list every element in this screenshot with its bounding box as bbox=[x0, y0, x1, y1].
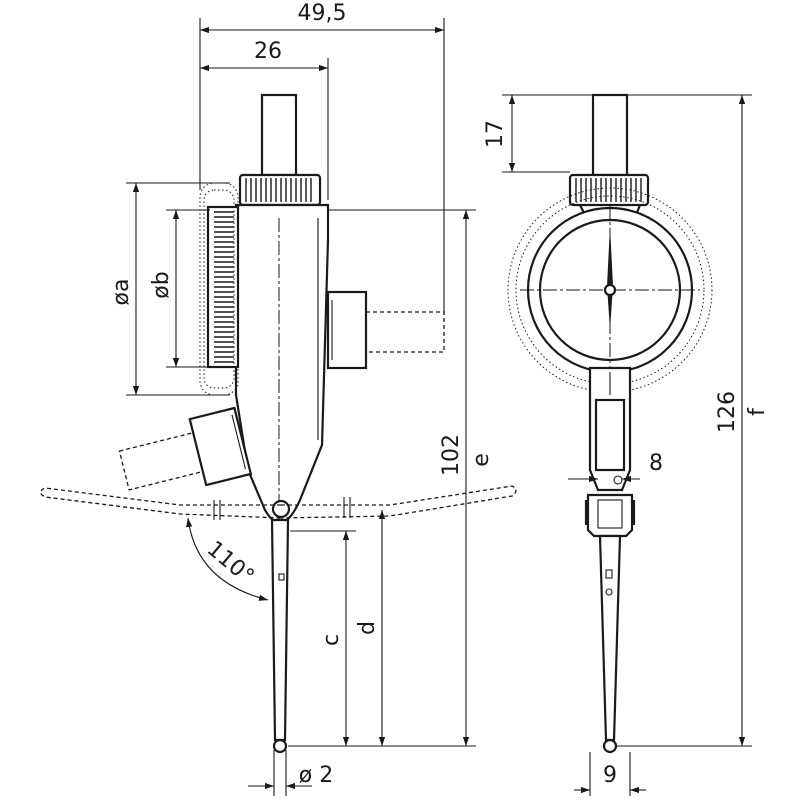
front-stylus bbox=[598, 534, 622, 742]
dim-label-f: f bbox=[745, 407, 770, 416]
dim-label-d: d bbox=[355, 621, 380, 635]
dim-dia-b: øb bbox=[149, 271, 174, 298]
dim-tip-dia: ø 2 bbox=[299, 763, 333, 788]
side-stylus-ball bbox=[272, 738, 288, 754]
dim-dia-a: øa bbox=[109, 279, 134, 306]
side-angled-shank bbox=[118, 406, 253, 491]
dim-height-126: 126 bbox=[715, 391, 740, 433]
side-pivot bbox=[271, 499, 291, 519]
side-lateral-shank bbox=[326, 290, 445, 370]
side-view bbox=[39, 93, 517, 754]
side-clamp-shank bbox=[260, 93, 298, 177]
dim-label-c: c bbox=[319, 634, 344, 646]
dim-width-8: 8 bbox=[649, 451, 663, 476]
side-stylus bbox=[270, 518, 290, 742]
dimensions: 49,5 26 øa øb 102 e c d 110° bbox=[109, 1, 770, 796]
side-bezel-knurl bbox=[214, 211, 234, 363]
dim-stem-17: 17 bbox=[483, 120, 508, 148]
side-knurled-cap bbox=[238, 173, 322, 207]
dim-angle-arc bbox=[185, 517, 269, 601]
dim-width-9: 9 bbox=[603, 763, 617, 788]
front-dial-pointer bbox=[607, 226, 613, 330]
dim-total-width: 49,5 bbox=[298, 1, 347, 26]
front-stylus-ball bbox=[602, 738, 618, 754]
front-knurled-cap bbox=[568, 173, 650, 207]
front-view bbox=[507, 93, 713, 754]
dim-angle: 110° bbox=[202, 536, 259, 589]
dim-label-e: e bbox=[469, 453, 494, 467]
swing-range-right bbox=[280, 485, 517, 519]
front-bezel-outer bbox=[507, 187, 713, 393]
front-clamp-shank bbox=[591, 93, 629, 177]
dim-height-102: 102 bbox=[439, 434, 464, 476]
front-stylus-fork bbox=[586, 493, 634, 538]
swing-range-left bbox=[39, 487, 282, 519]
dim-body-width: 26 bbox=[254, 39, 282, 64]
